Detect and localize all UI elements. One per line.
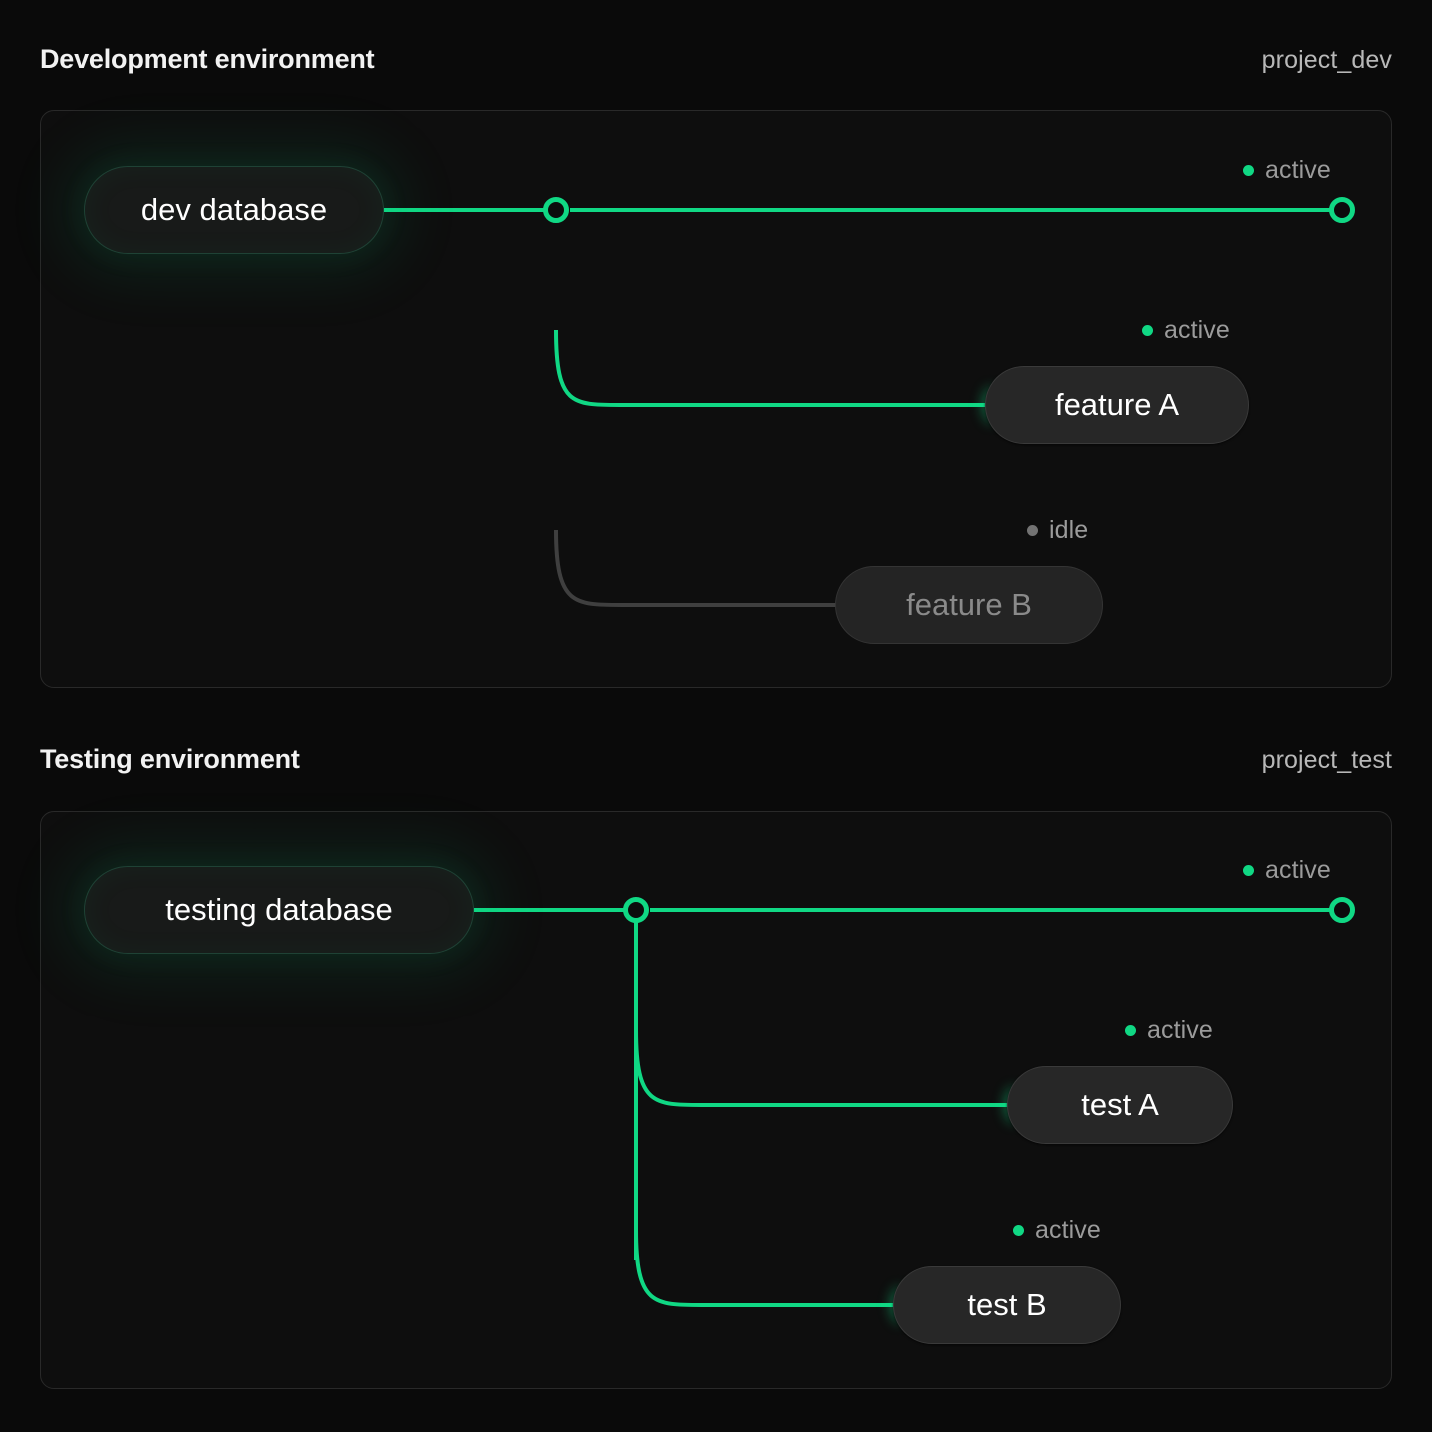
status-label: idle [1049, 516, 1089, 544]
node-test-b-label: test B [967, 1287, 1047, 1322]
status-dot-icon [1142, 325, 1153, 336]
status-dot-icon [1027, 525, 1038, 536]
node-feature-b[interactable]: feature B [835, 566, 1103, 644]
node-test-a[interactable]: test A [1007, 1066, 1233, 1144]
status-label: active [1265, 156, 1331, 184]
section-header-dev: Development environment project_dev [40, 44, 1392, 75]
status-badge-test-b: active [1013, 1216, 1101, 1245]
status-dot-icon [1243, 165, 1254, 176]
junction-node-icon-dev[interactable] [543, 197, 569, 223]
node-feature-a[interactable]: feature A [985, 366, 1249, 444]
status-label: active [1265, 856, 1331, 884]
node-feature-a-label: feature A [1054, 387, 1180, 422]
endpoint-node-icon-test[interactable] [1329, 897, 1355, 923]
status-dot-icon [1013, 1225, 1024, 1236]
node-dev-database[interactable]: dev database [84, 166, 384, 254]
node-test-a-label: test A [1081, 1087, 1159, 1122]
project-label-dev: project_dev [1261, 46, 1392, 74]
status-badge-test-endpoint: active [1243, 856, 1331, 885]
node-feature-b-label: feature B [906, 587, 1032, 622]
project-label-test: project_test [1261, 746, 1392, 774]
section-header-test: Testing environment project_test [40, 744, 1392, 775]
status-label: active [1035, 1216, 1101, 1244]
status-dot-icon [1125, 1025, 1136, 1036]
junction-node-icon-test[interactable] [623, 897, 649, 923]
node-test-b[interactable]: test B [893, 1266, 1121, 1344]
node-testing-database[interactable]: testing database [84, 866, 474, 954]
endpoint-node-icon-dev[interactable] [1329, 197, 1355, 223]
status-label: active [1147, 1016, 1213, 1044]
node-testing-database-label: testing database [165, 892, 393, 927]
status-badge-dev-endpoint: active [1243, 156, 1331, 185]
status-badge-test-a: active [1125, 1016, 1213, 1045]
status-badge-feature-b: idle [1027, 516, 1088, 545]
status-label: active [1164, 316, 1230, 344]
status-badge-feature-a: active [1142, 316, 1230, 345]
status-dot-icon [1243, 865, 1254, 876]
page-title-dev: Development environment [40, 44, 375, 74]
node-dev-database-label: dev database [140, 192, 328, 227]
page-title-test: Testing environment [40, 744, 300, 774]
